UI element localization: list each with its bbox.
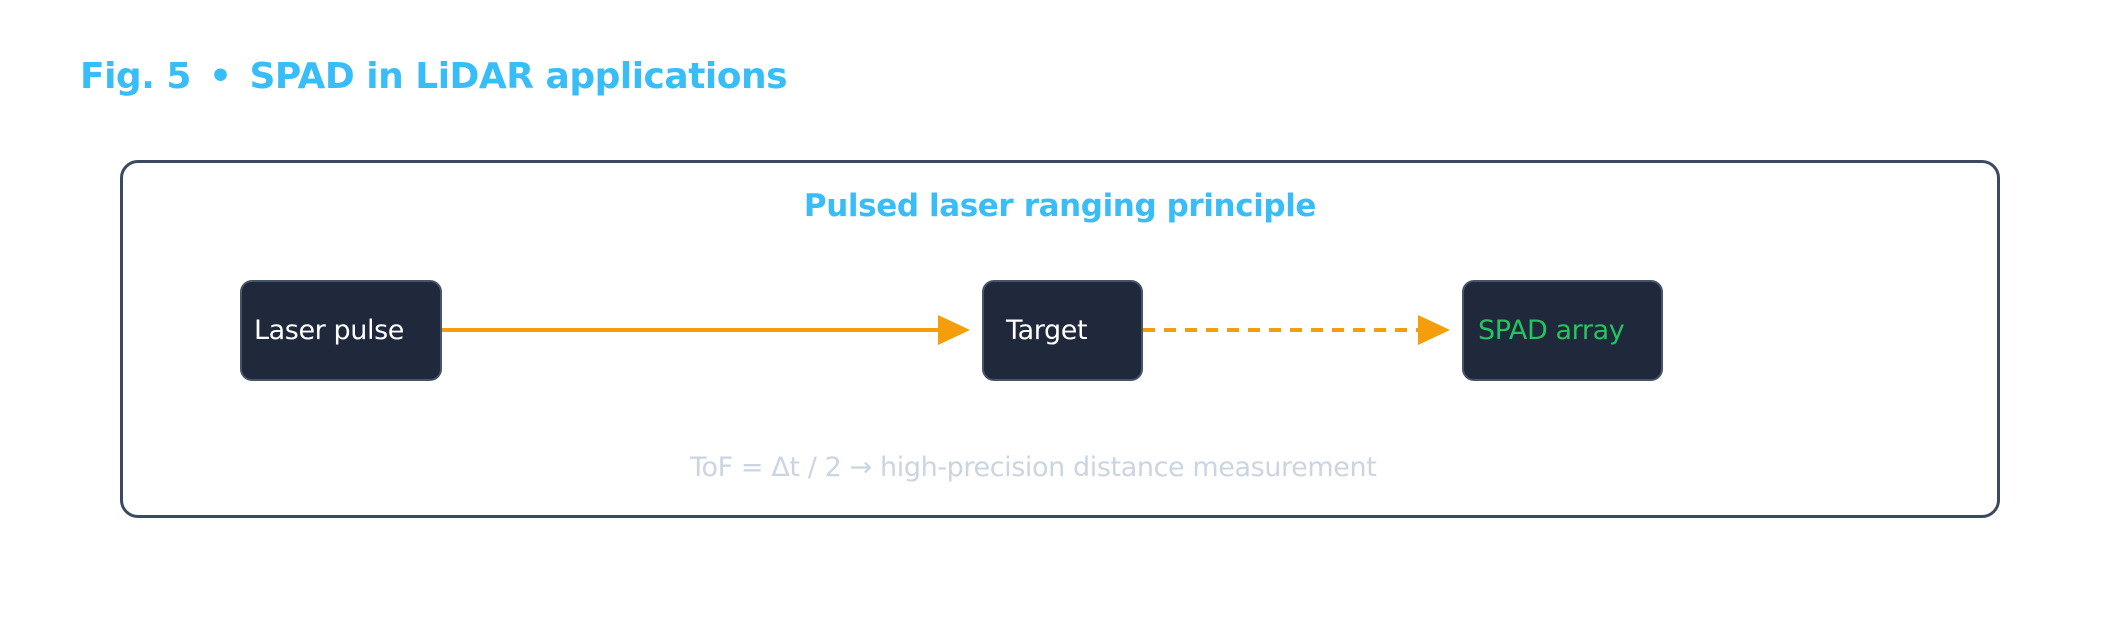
arrowhead-icon — [938, 315, 970, 345]
node-spad-array-label: SPAD array — [1478, 315, 1625, 346]
figure-title-text: SPAD in LiDAR applications — [249, 56, 788, 97]
node-laser-pulse-label: Laser pulse — [254, 315, 404, 346]
title-separator: • — [208, 56, 232, 97]
figure-title: Fig. 5 • SPAD in LiDAR applications — [80, 52, 788, 102]
panel-title: Pulsed laser ranging principle — [803, 188, 1317, 224]
tof-caption: ToF = Δt / 2 → high-precision distance m… — [690, 452, 1377, 483]
arrowhead-icon — [1418, 315, 1450, 345]
connector-laser-to-target — [442, 315, 970, 345]
diagram-panel — [120, 160, 2000, 518]
node-target-label: Target — [1006, 315, 1088, 346]
connector-target-to-spad — [1143, 315, 1450, 345]
figure-label: Fig. 5 — [80, 56, 191, 97]
node-target: Target — [982, 280, 1143, 381]
node-spad-array: SPAD array — [1462, 280, 1663, 381]
node-laser-pulse: Laser pulse — [240, 280, 442, 381]
